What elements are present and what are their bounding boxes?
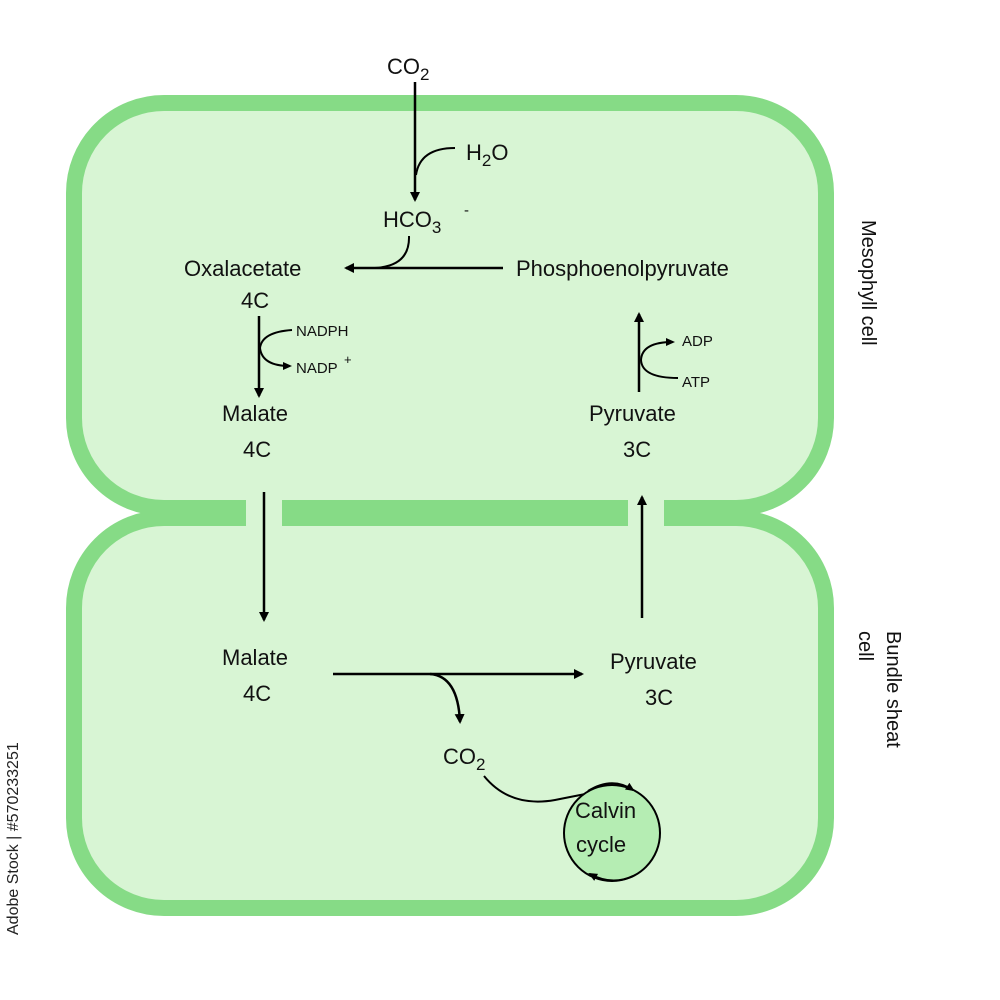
oxalacetate-label: Oxalacetate bbox=[184, 256, 301, 281]
pyruvate-bundle-carbons: 3C bbox=[645, 685, 673, 710]
malate-bundle-label: Malate bbox=[222, 645, 288, 670]
hco3-join-curve bbox=[374, 235, 411, 269]
pep-label: Phosphoenolpyruvate bbox=[516, 256, 729, 281]
nadp-charge: + bbox=[344, 352, 352, 367]
bundle-sheath-label-line2: cell bbox=[854, 631, 876, 661]
malate-mesophyll-label: Malate bbox=[222, 401, 288, 426]
co2-bottom-label: CO2 bbox=[443, 744, 485, 774]
stock-watermark: Adobe Stock | #570233251 bbox=[5, 742, 22, 935]
pyruvate-mesophyll-label: Pyruvate bbox=[589, 401, 676, 426]
hco3-charge: - bbox=[464, 202, 469, 219]
pyruvate-mesophyll-carbons: 3C bbox=[623, 437, 651, 462]
plasmodesma-right bbox=[628, 498, 664, 528]
atp-curve bbox=[639, 338, 679, 379]
mesophyll-cell bbox=[66, 95, 834, 516]
h2o-join-curve bbox=[415, 147, 456, 176]
calvin-line1: Calvin bbox=[575, 798, 636, 823]
pyruvate-bundle-label: Pyruvate bbox=[610, 649, 697, 674]
adp-label: ADP bbox=[682, 333, 713, 350]
bundle-sheath-label-line1: Bundle sheat bbox=[882, 631, 904, 748]
nadph-curve bbox=[258, 329, 293, 370]
calvin-line2: cycle bbox=[576, 832, 626, 857]
calvin-cycle-arrow-bottom bbox=[588, 873, 634, 882]
hco3-label: HCO3 bbox=[383, 207, 441, 237]
oxalacetate-carbons: 4C bbox=[241, 288, 269, 313]
bundle-sheath-cell bbox=[66, 510, 834, 916]
mesophyll-cell-label: Mesophyll cell bbox=[857, 220, 879, 346]
atp-label: ATP bbox=[682, 374, 710, 391]
calvin-cycle-arrow-top bbox=[587, 782, 635, 792]
nadp-label: NADP bbox=[296, 360, 338, 377]
malate-mesophyll-carbons: 4C bbox=[243, 437, 271, 462]
malate-bundle-carbons: 4C bbox=[243, 681, 271, 706]
h2o-label: H2O bbox=[466, 140, 508, 170]
co2-top-label: CO2 bbox=[387, 54, 429, 84]
nadph-label: NADPH bbox=[296, 323, 349, 340]
co2-release-curve bbox=[429, 672, 465, 724]
